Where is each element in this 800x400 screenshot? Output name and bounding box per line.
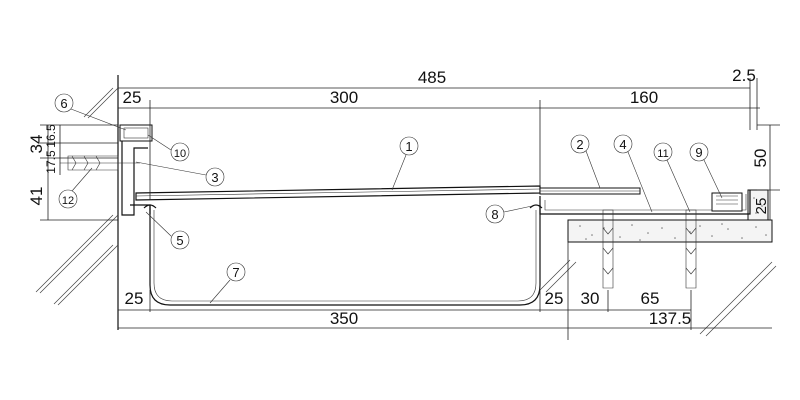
dim-485: 485 bbox=[418, 68, 446, 87]
dimension-lines bbox=[40, 78, 780, 340]
dim-34: 34 bbox=[27, 135, 46, 154]
cover-plate bbox=[135, 185, 641, 201]
dim-16-5: 16.5 bbox=[44, 124, 58, 148]
callout-4-circle bbox=[613, 134, 633, 154]
left-frame-profile bbox=[119, 124, 543, 216]
callout-6: 6 bbox=[60, 96, 67, 111]
dim-17-5: 17.5 bbox=[44, 150, 58, 174]
dim-2-5-top: 2.5 bbox=[732, 66, 756, 85]
callout-7: 7 bbox=[232, 265, 239, 280]
callout-11: 11 bbox=[657, 148, 668, 160]
callout-1-circle bbox=[399, 136, 419, 156]
dim-25-bottom-left: 25 bbox=[125, 289, 144, 308]
left-wall bbox=[35, 75, 119, 330]
tray-basin bbox=[149, 205, 541, 306]
callout-5: 5 bbox=[176, 233, 183, 248]
callout-2-circle bbox=[570, 134, 590, 154]
callout-8-circle bbox=[485, 204, 505, 224]
dim-65: 65 bbox=[641, 289, 660, 308]
floor-slab bbox=[539, 189, 777, 337]
dim-300: 300 bbox=[330, 88, 358, 107]
dim-25-top: 25 bbox=[123, 88, 142, 107]
callout-10-circle bbox=[170, 142, 190, 162]
callout-9: 9 bbox=[695, 145, 702, 160]
callout-7-circle bbox=[226, 262, 246, 282]
callout-4: 4 bbox=[619, 137, 626, 152]
right-angle-profile bbox=[539, 190, 751, 215]
callout-9-circle bbox=[689, 142, 709, 162]
dim-25-bottom-right: 25 bbox=[545, 289, 564, 308]
callout-2: 2 bbox=[576, 137, 583, 152]
dim-2-5-right: 25 bbox=[753, 198, 770, 215]
callout-6-circle bbox=[54, 93, 74, 113]
callout-1: 1 bbox=[405, 139, 412, 154]
callout-5-circle bbox=[170, 230, 190, 250]
callout-3-circle bbox=[205, 167, 225, 187]
dim-50: 50 bbox=[751, 149, 770, 168]
callout-12: 12 bbox=[62, 195, 74, 207]
dim-350: 350 bbox=[330, 309, 358, 328]
dimension-labels: 485 2.5 25 300 160 34 16.5 17.5 41 50 25… bbox=[27, 66, 770, 328]
callouts: 6 10 12 3 5 1 7 8 2 4 bbox=[54, 93, 723, 304]
callout-12-circle bbox=[58, 189, 78, 209]
dim-41: 41 bbox=[27, 187, 46, 206]
dim-137-5: 137.5 bbox=[649, 309, 692, 328]
callout-11-circle bbox=[653, 142, 673, 162]
callout-8: 8 bbox=[491, 207, 498, 222]
dim-160: 160 bbox=[630, 88, 658, 107]
anchors bbox=[60, 155, 697, 289]
dim-30: 30 bbox=[581, 289, 600, 308]
callout-10: 10 bbox=[174, 148, 186, 160]
callout-3: 3 bbox=[211, 170, 218, 185]
